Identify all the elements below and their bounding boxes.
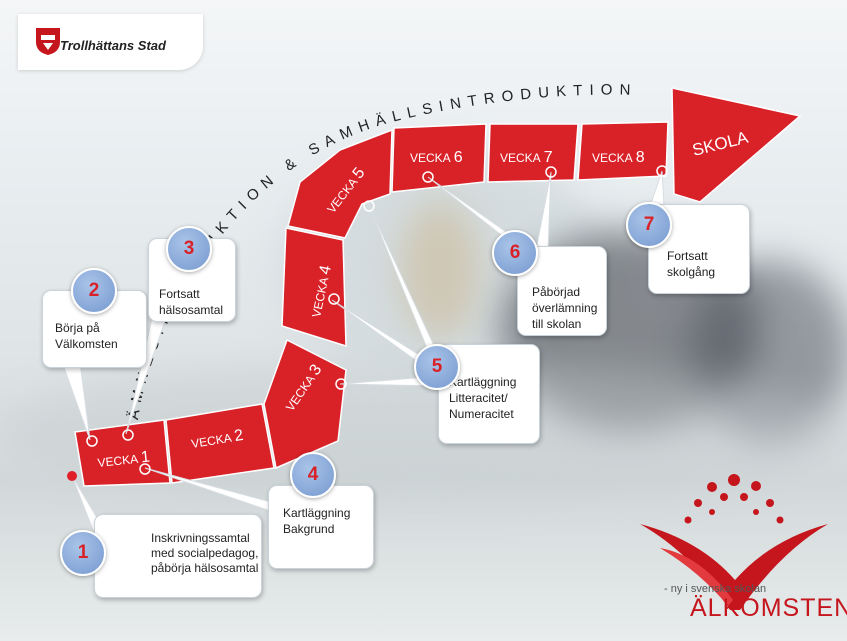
callout-4: Kartläggning Bakgrund xyxy=(268,485,374,569)
teacher-bg xyxy=(400,200,480,340)
skola-arrow: SKOLA xyxy=(671,87,802,203)
step-badge-4: 4 xyxy=(290,452,336,498)
step-badge-3: 3 xyxy=(166,226,212,272)
svg-text:VECKA1: VECKA1 xyxy=(97,449,151,471)
week-1-label: VECKA xyxy=(97,452,139,470)
callout-1-line1: Inskrivningssamtal xyxy=(151,531,250,545)
week-1-segment: VECKA1 xyxy=(74,419,171,487)
week-2-segment: VECKA2 xyxy=(165,403,275,484)
svg-text:VECKA2: VECKA2 xyxy=(190,427,245,452)
step-badge-2: 2 xyxy=(71,268,117,314)
step-badge-7: 7 xyxy=(626,202,672,248)
step-badge-6: 6 xyxy=(492,230,538,276)
city-shield-icon xyxy=(36,28,60,55)
callout-5: Kartläggning Litteracitet/ Numeracitet xyxy=(438,344,540,444)
city-name: Trollhättans Stad xyxy=(60,38,166,53)
brand-name: ÄLKOMSTEN xyxy=(690,594,847,622)
milestone-dots xyxy=(67,165,668,481)
step-badge-5: 5 xyxy=(414,344,460,390)
week-4-segment: VECKA4 xyxy=(281,227,347,348)
callout-2: Börja på Välkomsten xyxy=(42,290,147,368)
logo-panel: Trollhättans Stad xyxy=(18,14,203,70)
callout-1: Inskrivningssamtal med socialpedagog, på… xyxy=(94,514,262,598)
week-3-segment: VECKA3 xyxy=(263,338,347,470)
week-5-segment: VECKA5 xyxy=(287,128,393,239)
step-badge-1: 1 xyxy=(60,530,106,576)
tagline: - ny i svenska skolan xyxy=(664,583,767,595)
